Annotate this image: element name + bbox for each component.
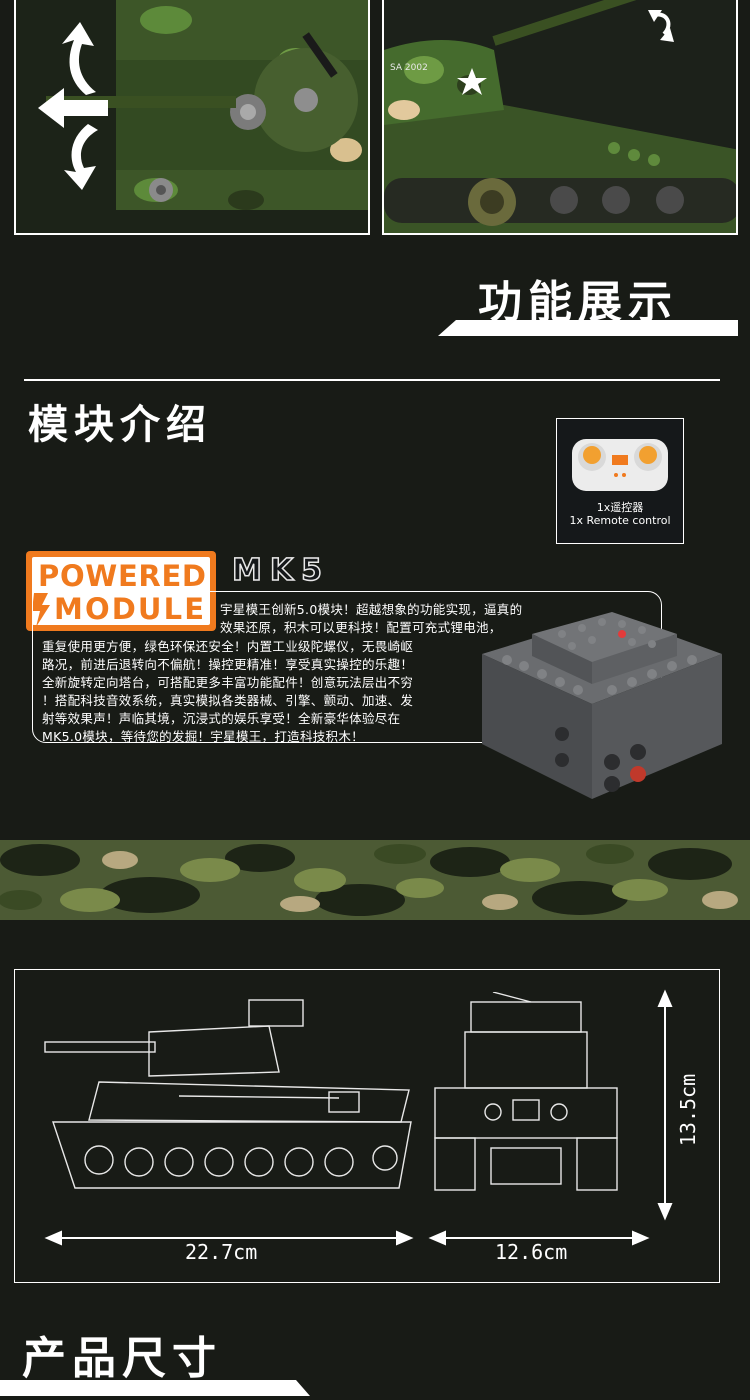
tank-side-outline	[44, 999, 412, 1189]
description-line: MK5.0模块，等待您的发掘！宇星模王，打造科技积木！	[42, 729, 364, 744]
photo-tank-top-view	[14, 0, 370, 235]
width-dimension-label: 12.6cm	[495, 1240, 568, 1264]
remote-control-image	[571, 439, 668, 491]
description-line: 宇星模王创新5.0模块！超越想象的功能实现，逼真的	[220, 602, 523, 617]
dimension-diagram-box: 22.7cm 12.6cm 13.5cm	[14, 969, 720, 1283]
logo-line-module: MODULE	[54, 592, 204, 626]
logo-line-powered: POWERED	[38, 559, 206, 593]
tank-front-outline	[434, 992, 618, 1191]
description-line: ！搭配科技音效系统，真实模拟各类器械、引擎、颤动、加速、发	[42, 693, 414, 708]
remote-control-card: 1x遥控器 1x Remote control	[556, 418, 684, 544]
description-line: 全新旋转定向塔台，可搭配更多丰富功能配件！创意玩法层出不穷	[42, 675, 414, 690]
description-line: 路况，前进后退转向不偏航！操控更精准！享受真实操控的乐趣！	[42, 657, 414, 672]
feature-title-underline	[438, 320, 738, 336]
dimension-arrows	[44, 989, 673, 1246]
remote-caption-en: 1x Remote control	[569, 514, 671, 527]
size-title-underline	[0, 1380, 310, 1396]
description-line: 射等效果声！声临其境，沉浸式的娱乐享受！全新豪华体验尽在	[42, 711, 401, 726]
mk5-model-label: MK5	[231, 552, 330, 589]
tank-marking-text: SA 2002	[390, 63, 428, 73]
size-section-title: 产品尺寸	[22, 1333, 222, 1384]
remote-caption-cn: 1x遥控器	[596, 501, 644, 514]
camouflage-band	[0, 840, 750, 920]
photo-tank-side-view: SA 2002	[382, 0, 738, 235]
feature-section-title: 功能展示	[478, 277, 678, 328]
height-dimension-label: 13.5cm	[676, 1073, 700, 1147]
description-line: 重复使用更方便，绿色环保还安全！内置工业级陀螺仪，无畏崎岖	[42, 639, 414, 654]
power-module-image	[482, 612, 722, 799]
module-section-title: 模块介绍	[28, 402, 212, 448]
length-dimension-label: 22.7cm	[185, 1240, 258, 1264]
section-divider	[24, 379, 720, 381]
description-line: 效果还原，积木可以更科技！配置可充式锂电池，	[220, 620, 502, 635]
